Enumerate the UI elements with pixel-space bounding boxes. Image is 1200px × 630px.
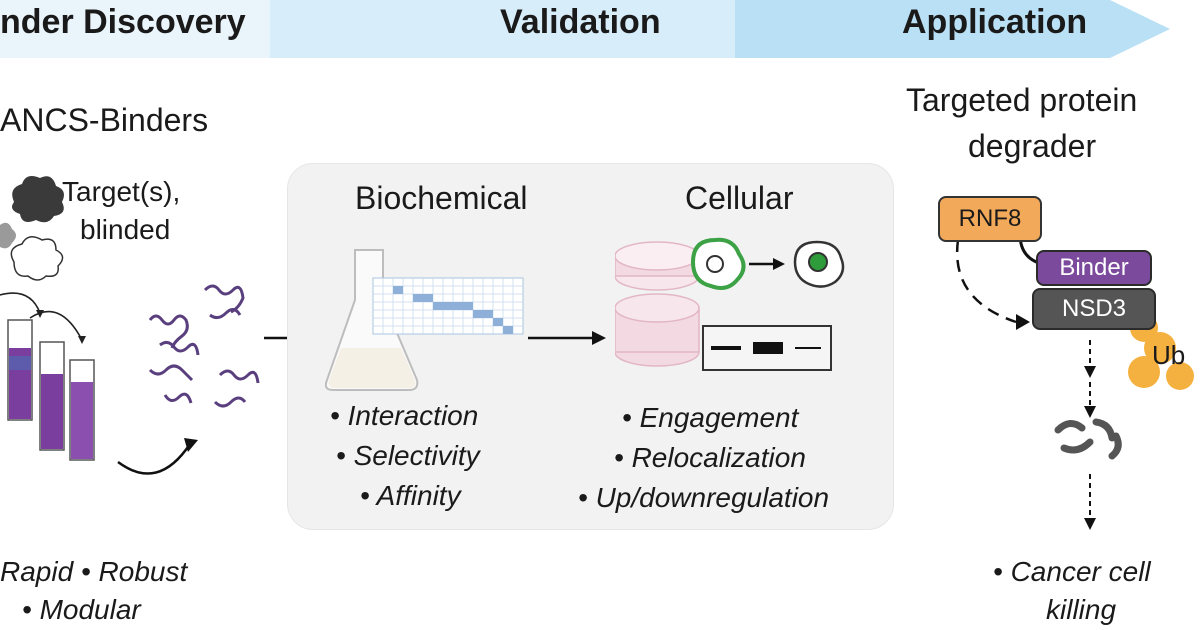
cellular-illustration (615, 237, 845, 371)
target-cloud-grey-icon (0, 222, 16, 249)
rnf8-ubiquitination-arrowhead (1016, 314, 1030, 330)
ubiquitin-icon-3 (1128, 356, 1160, 388)
test-tube-3 (69, 359, 95, 461)
discovery-curve-arrow (117, 443, 192, 475)
degraded-fragments-icon (1054, 418, 1122, 460)
cell-before-nucleus-icon (706, 255, 724, 273)
test-tube-2 (39, 341, 65, 451)
target-cloud-outline-icon (10, 236, 64, 281)
stage-banner (0, 0, 1170, 58)
target-label-line2: blinded (80, 214, 171, 245)
target-cloud-dark-icon (12, 176, 64, 223)
biochemical-bullet-affinity: • Affinity (360, 480, 461, 511)
flask-liquid (328, 348, 416, 388)
ub-label: Ub (1152, 340, 1186, 370)
nsd3-box: NSD3 (1032, 288, 1156, 330)
discovery-illustration (0, 176, 260, 475)
degrader-title-line1: Targeted protein (906, 82, 1138, 118)
binder-box: Binder (1036, 250, 1152, 286)
rnf8-ubiquitination-dashed-arrow (955, 239, 1017, 324)
test-tube-1 (7, 319, 33, 421)
application-outcome-line2: killing (1046, 594, 1117, 625)
cell-change-arrowhead (773, 258, 785, 270)
petri-dish-icons (615, 241, 700, 367)
cellular-bullet-relocalization: • Relocalization (614, 442, 806, 473)
blot-band-2 (753, 342, 783, 354)
target-label-line1: Target(s), (62, 176, 181, 207)
rnf8-box: RNF8 (938, 196, 1042, 242)
cellular-bullet-engagement: • Engagement (622, 402, 799, 433)
degradation-arrowhead-3 (1084, 518, 1096, 530)
stage-validation-label: Validation (500, 3, 661, 41)
binding-array-grid (372, 277, 524, 335)
banner-arrow-application (735, 0, 1170, 58)
degradation-arrowhead-2 (1084, 406, 1096, 418)
cell-after-nucleus-icon (808, 252, 828, 272)
biochemical-illustration (325, 249, 524, 391)
degrader-title-line2: degrader (968, 128, 1097, 164)
cellular-title: Cellular (685, 180, 794, 216)
banner-arrow-discovery (0, 0, 300, 58)
tube-arc-1 (0, 292, 41, 314)
ubiquitin-icon-4 (1166, 362, 1194, 390)
application-outcome-line1: • Cancer cell (993, 556, 1151, 587)
ubiquitin-icon-2 (1144, 332, 1176, 364)
stage-discovery-label: nder Discovery (0, 3, 246, 41)
banner-arrow-validation (270, 0, 775, 58)
biochemical-bullet-interaction: • Interaction (330, 400, 479, 431)
biochemical-to-cellular-arrow (528, 331, 606, 345)
blot-band-1 (711, 346, 741, 350)
degradation-arrowhead-1 (1084, 366, 1096, 378)
discovery-features-line1: Rapid • Robust (0, 556, 188, 587)
discovery-curve-arrowhead (184, 438, 198, 452)
tube-arc-2-head (78, 336, 86, 344)
biochemical-title: Biochemical (355, 180, 528, 216)
tube-arc-2 (29, 310, 83, 341)
binder-protein-icons (148, 284, 260, 408)
blot-band-3 (795, 347, 821, 349)
stage-application-label: Application (902, 3, 1088, 41)
discovery-features-line2: • Modular (22, 594, 141, 625)
ancs-binders-title: ANCS-Binders (0, 102, 209, 138)
biochemical-bullet-selectivity: • Selectivity (336, 440, 480, 471)
cellular-bullet-updownregulation: • Up/downregulation (578, 482, 830, 513)
